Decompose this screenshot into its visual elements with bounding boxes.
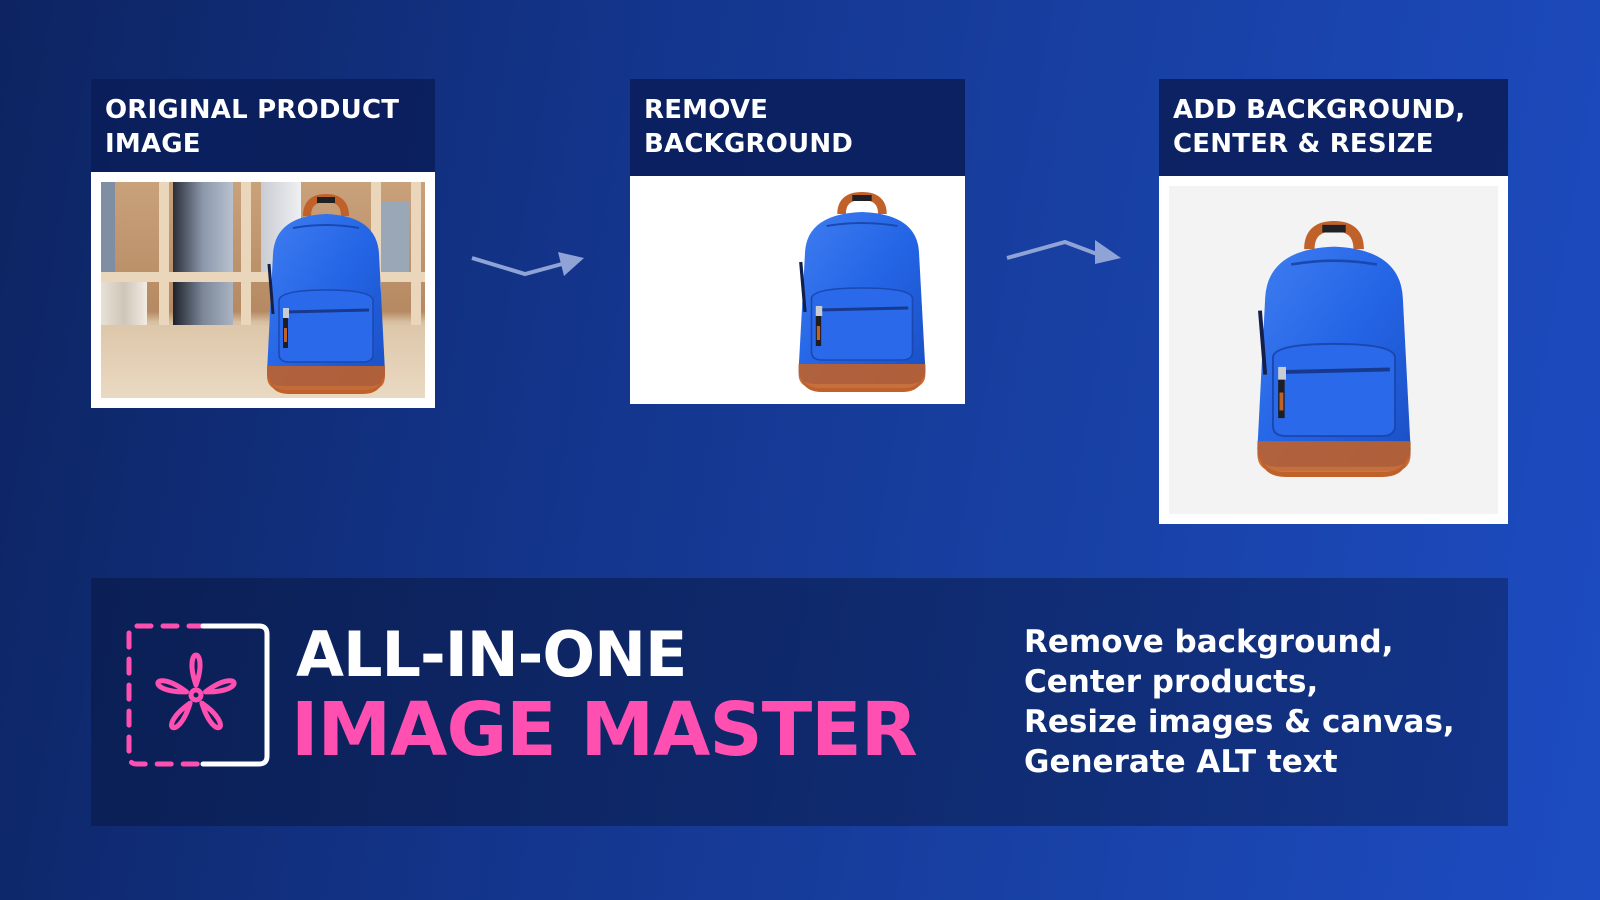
banner-title-line1: ALL-IN-ONE	[296, 618, 687, 691]
step-card-remove-background: REMOVE BACKGROUND	[630, 79, 965, 404]
backpack-image	[1247, 221, 1421, 477]
step-card-add-background: ADD BACKGROUND, CENTER & RESIZE	[1159, 79, 1508, 524]
feature-item: Center products,	[1024, 664, 1319, 700]
feature-item: Generate ALT text	[1024, 744, 1338, 780]
arrow-right-icon	[471, 252, 584, 277]
flower-in-dashed-frame-icon	[126, 623, 270, 767]
step-title: ADD BACKGROUND, CENTER & RESIZE	[1159, 79, 1508, 176]
step-title: ORIGINAL PRODUCT IMAGE	[91, 79, 435, 172]
step-title: REMOVE BACKGROUND	[630, 79, 965, 176]
gray-background-canvas	[1169, 186, 1498, 514]
step-image-frame	[1159, 176, 1508, 524]
step-image-frame	[91, 172, 435, 408]
arrow-right-icon	[1006, 239, 1121, 264]
product-banner: ALL-IN-ONE IMAGE MASTER Remove backgroun…	[91, 578, 1508, 826]
feature-list: Remove background, Center products, Resi…	[1024, 622, 1455, 782]
backpack-image	[790, 192, 934, 392]
step-card-original: ORIGINAL PRODUCT IMAGE	[91, 79, 435, 408]
step-image-frame	[630, 176, 965, 404]
feature-item: Resize images & canvas,	[1024, 704, 1455, 740]
feature-item: Remove background,	[1024, 624, 1394, 660]
product-photo-original	[101, 182, 425, 398]
backpack-image	[259, 194, 393, 394]
banner-title-line2: IMAGE MASTER	[291, 687, 918, 773]
